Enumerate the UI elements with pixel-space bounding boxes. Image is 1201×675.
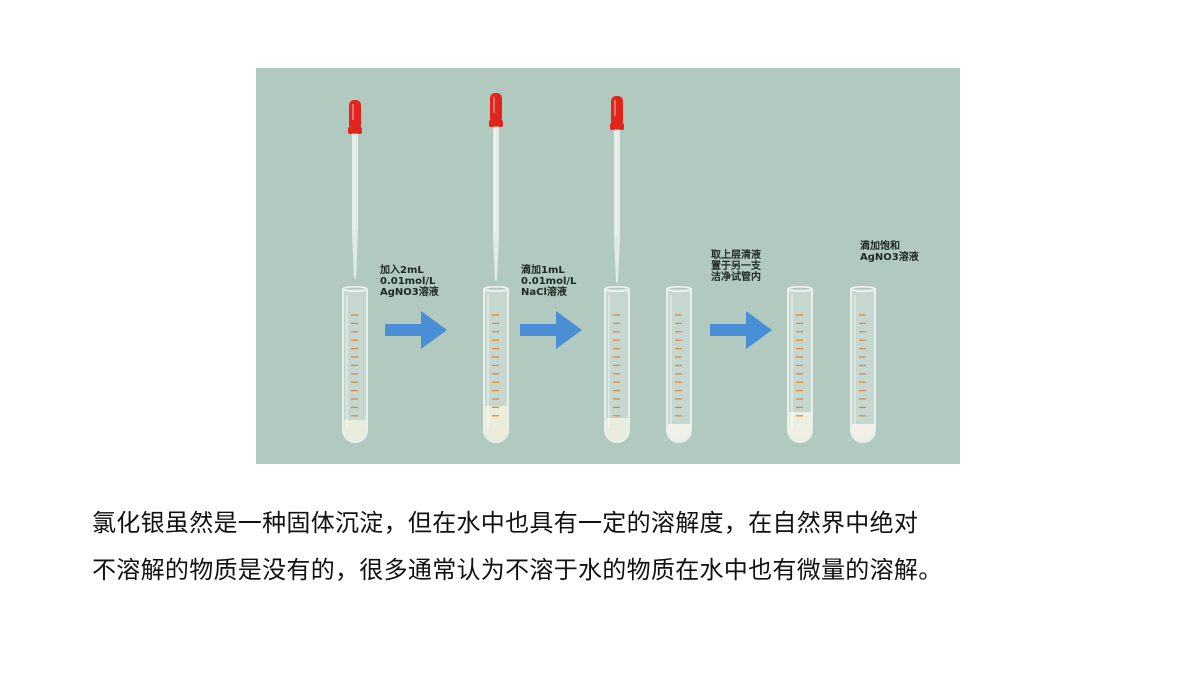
caption-text: 氯化银虽然是一种固体沉淀，但在水中也具有一定的溶解度，在自然界中绝对 不溶解的物… — [92, 500, 1142, 594]
test-tube-5 — [787, 286, 813, 443]
step-label-1-line-1: 加入2mL — [379, 263, 424, 276]
test-tube-2 — [483, 286, 509, 443]
tube-liquid — [852, 424, 874, 441]
dropper-3 — [610, 96, 624, 283]
step-label-3-line-3: 洁净试管内 — [711, 270, 761, 283]
arrow-2 — [520, 311, 582, 349]
dropper-collar — [610, 123, 624, 130]
step-label-4-line-1: 滴加饱和 — [860, 239, 900, 252]
step-label-1-line-2: 0.01mol/L — [380, 276, 436, 287]
test-tube-1 — [342, 286, 368, 443]
dropper-bulb-highlight — [352, 104, 354, 120]
dropper-bulb-highlight — [493, 97, 495, 113]
step-label-3-line-2: 置于另一支 — [711, 259, 762, 272]
dropper-1 — [348, 100, 362, 279]
dropper-collar — [348, 127, 362, 134]
tube-rim — [483, 286, 509, 293]
tube-liquid — [668, 424, 690, 441]
dropper-bulb-highlight — [614, 100, 616, 116]
tube-rim — [850, 286, 876, 293]
dropper-glass — [614, 129, 620, 283]
arrow-1 — [385, 311, 447, 349]
step-label-2-line-3: NaCl溶液 — [521, 285, 567, 298]
dropper-bulb — [349, 100, 361, 130]
step-label-3: 取上层清液 置于另一支 洁净试管内 — [711, 248, 764, 283]
tube-liquid — [606, 418, 628, 441]
step-label-2-line-2: 0.01mol/L — [521, 276, 577, 287]
tube-rim — [666, 286, 692, 293]
caption-line-1: 氯化银虽然是一种固体沉淀，但在水中也具有一定的溶解度，在自然界中绝对 — [92, 509, 919, 537]
dropper-bulb — [490, 93, 502, 123]
caption-line-2: 不溶解的物质是没有的，很多通常认为不溶于水的物质在水中也有微量的溶解。 — [92, 556, 943, 584]
diagram-background — [256, 68, 960, 464]
step-label-4-line-2: AgNO3溶液 — [860, 250, 919, 263]
tube-liquid — [789, 412, 811, 441]
experiment-diagram: 加入2mL 0.01mol/L AgNO3溶液 滴加1mL 0.01mol/L … — [256, 68, 960, 464]
test-tube-4 — [666, 286, 692, 443]
step-label-2: 滴加1mL 0.01mol/L NaCl溶液 — [521, 263, 580, 298]
test-tube-3 — [604, 286, 630, 443]
step-label-2-line-1: 滴加1mL — [521, 263, 565, 276]
arrow-3 — [710, 311, 772, 349]
dropper-glass — [493, 126, 499, 281]
dropper-2 — [489, 93, 503, 281]
arrow-shape — [520, 311, 582, 349]
step-label-4: 滴加饱和 AgNO3溶液 — [860, 239, 919, 263]
step-label-1: 加入2mL 0.01mol/L AgNO3溶液 — [379, 263, 439, 298]
arrow-shape — [385, 311, 447, 349]
step-label-1-line-3: AgNO3溶液 — [380, 285, 439, 298]
dropper-collar — [489, 120, 503, 127]
tube-rim — [342, 286, 368, 293]
tube-rim — [604, 286, 630, 293]
dropper-bulb — [611, 96, 623, 126]
arrow-shape — [710, 311, 772, 349]
dropper-glass — [352, 133, 358, 279]
tube-liquid — [344, 420, 366, 441]
tube-liquid — [485, 406, 507, 441]
tube-rim — [787, 286, 813, 293]
step-label-3-line-1: 取上层清液 — [711, 248, 761, 261]
test-tube-6 — [850, 286, 876, 443]
